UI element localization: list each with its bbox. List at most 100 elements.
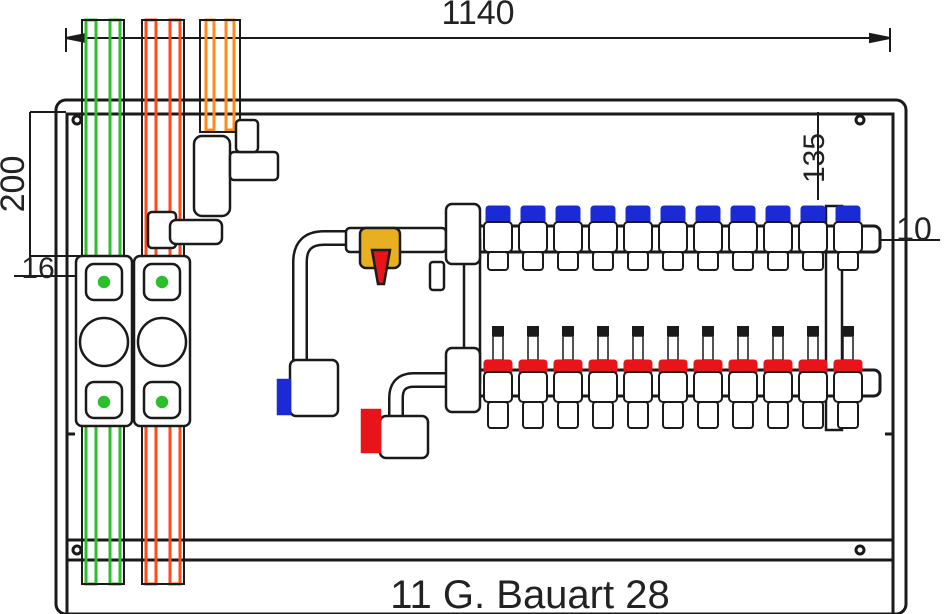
return-outlet-connector <box>592 401 614 429</box>
return-outlet-body <box>623 371 653 403</box>
supply-outlet-connector <box>732 251 754 271</box>
supply-outlet-body <box>588 221 618 253</box>
supply-valve-block <box>74 254 134 428</box>
flow-meter-glass <box>702 335 714 361</box>
caption-text: 11 G. Bauart 28 <box>390 573 669 614</box>
flow-meter-glass <box>562 335 574 361</box>
manifold-outlet <box>658 205 688 429</box>
valve-ball <box>136 316 188 368</box>
supply-outlet-body <box>623 221 653 253</box>
supply-outlet-body <box>553 221 583 253</box>
return-outlet-connector <box>627 401 649 429</box>
dim-label-right-side-offset: 10 <box>896 211 932 247</box>
supply-outlet-connector <box>767 251 789 271</box>
supply-outlet-connector <box>697 251 719 271</box>
return-outlet-body <box>833 371 863 403</box>
flow-meter-glass <box>667 335 679 361</box>
return-outlet-body <box>798 371 828 403</box>
dim-label-right-top-offset: 135 <box>798 133 831 183</box>
valve-assemblies <box>74 118 280 428</box>
flow-meter-cap <box>772 326 784 336</box>
return-outlet-body <box>553 371 583 403</box>
supply-outlet-connector <box>557 251 579 271</box>
manifold-outlet <box>483 205 513 429</box>
side-outlet <box>228 150 280 182</box>
flow-meter-glass <box>632 335 644 361</box>
top-connector <box>234 118 260 154</box>
manifold-outlet <box>518 205 548 429</box>
return-outlet-connector <box>697 401 719 429</box>
manifold-outlet <box>693 205 723 429</box>
elbow-fitting <box>192 134 232 218</box>
supply-outlet-body <box>833 221 863 253</box>
manifold-bracket-right <box>824 204 844 432</box>
supply-outlet-connector <box>627 251 649 271</box>
manifold-outlet <box>798 205 828 429</box>
flow-meter-cap <box>667 326 679 336</box>
dim-label-small-offset: 16 <box>21 252 54 285</box>
cabinet-outer-outline <box>54 98 908 614</box>
supply-outlet-connector <box>837 251 859 271</box>
supply-outlet-connector <box>662 251 684 271</box>
flow-meter-cap <box>527 326 539 336</box>
return-outlet-connector <box>837 401 859 429</box>
supply-elbow-inner <box>294 232 346 400</box>
manifold-end-cap-supply <box>444 202 482 266</box>
flow-meter-glass <box>807 335 819 361</box>
manifold-outlet <box>623 205 653 429</box>
orange-pipe-sleeve <box>199 19 241 133</box>
return-outlet-connector <box>732 401 754 429</box>
flow-meter-glass <box>842 335 854 361</box>
return-elbow-inner <box>390 374 446 420</box>
supply-indicator-lower <box>97 395 111 409</box>
dim-label-overall-width: 1140 <box>441 0 514 32</box>
supply-indicator-upper <box>97 275 111 289</box>
return-outlet-body <box>658 371 688 403</box>
flow-meter-cap <box>702 326 714 336</box>
supply-outlet-connector <box>522 251 544 271</box>
flow-meter-cap <box>842 326 854 336</box>
supply-valve-handle-blue[interactable] <box>276 378 292 416</box>
return-outlet-connector <box>662 401 684 429</box>
supply-outlet-connector <box>802 251 824 271</box>
mount-hole <box>854 544 866 556</box>
mount-hole <box>854 114 866 126</box>
flow-meter-cap <box>737 326 749 336</box>
arrowhead-right <box>869 32 891 44</box>
return-indicator-upper <box>155 275 169 289</box>
return-connection <box>360 372 446 460</box>
supply-outlet-connector <box>487 251 509 271</box>
return-outlet-connector <box>767 401 789 429</box>
sensor-stub <box>428 260 446 292</box>
manifold-outlet <box>728 205 758 429</box>
flow-meter-glass <box>492 335 504 361</box>
cabinet-inner-outline <box>65 112 895 614</box>
return-outlet-connector <box>557 401 579 429</box>
flow-meter-cap <box>632 326 644 336</box>
thermometer-red <box>370 248 392 286</box>
supply-outlet-body <box>728 221 758 253</box>
return-outlet-body <box>518 371 548 403</box>
return-outlet-body <box>483 371 513 403</box>
supply-outlet-body <box>763 221 793 253</box>
mount-hole <box>71 544 83 556</box>
flow-meter-cap <box>597 326 609 336</box>
supply-outlet-body <box>518 221 548 253</box>
ball-valve-return <box>378 414 430 460</box>
manifold-assembly <box>444 202 882 432</box>
return-outlet-body <box>728 371 758 403</box>
supply-outlet-body <box>693 221 723 253</box>
flow-meter-cap <box>562 326 574 336</box>
upper-fitting-cluster <box>146 118 280 250</box>
manifold-outlet <box>588 205 618 429</box>
return-valve-handle-red[interactable] <box>360 408 382 454</box>
crossover-fitting <box>168 218 224 246</box>
manifold-end-cap-return <box>444 346 482 414</box>
dimension-lines <box>14 28 940 277</box>
return-valve-block <box>132 254 192 428</box>
return-outlet-body <box>693 371 723 403</box>
manifold-outlet <box>553 205 583 429</box>
return-indicator-lower <box>155 395 169 409</box>
